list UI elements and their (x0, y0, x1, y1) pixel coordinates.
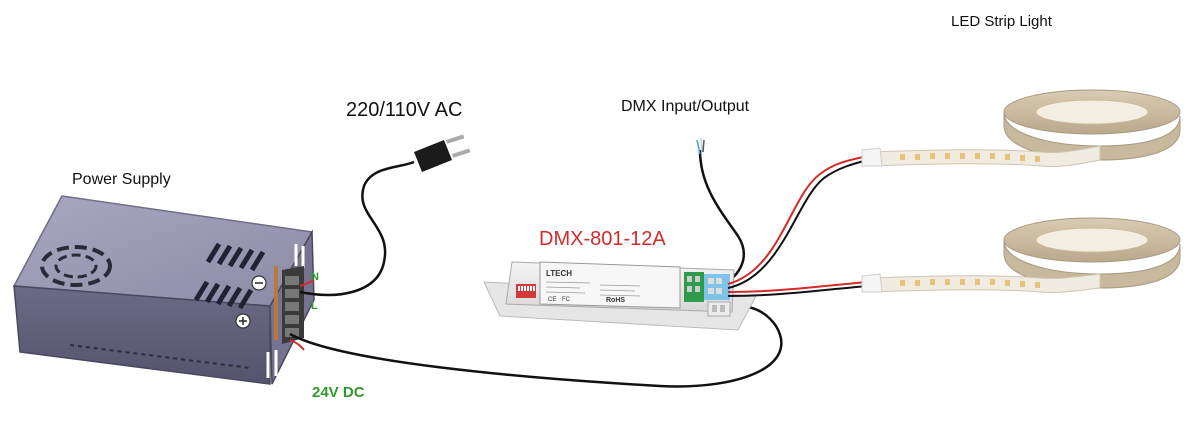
power-supply-label: Power Supply (72, 171, 171, 188)
dmx-cable (696, 137, 745, 286)
controller-model-label: DMX-801-12A (539, 228, 666, 250)
dmx-controller: LTECH CE FC RoHS (483, 261, 757, 331)
led-strip-bottom (861, 217, 1181, 293)
led-strip-top (861, 89, 1181, 167)
led-strip-label: LED Strip Light (951, 13, 1052, 30)
controller-terminal-power (707, 301, 731, 317)
power-supply-front (13, 285, 271, 385)
terminal-n-label: N (311, 271, 319, 283)
dip-switch (516, 284, 536, 298)
terminal-block (274, 266, 304, 344)
plug-body (414, 140, 452, 172)
ac-input-label: 220/110V AC (346, 99, 463, 121)
controller-terminal-output (704, 274, 730, 300)
strip-wires (727, 155, 869, 297)
dmx-io-label: DMX Input/Output (621, 98, 750, 115)
rohs-mark: RoHS (606, 297, 625, 304)
fan-grille-icon (40, 245, 112, 287)
ac-cable (299, 160, 415, 297)
front-vents (69, 344, 251, 369)
dc-output-label: 24V DC (312, 384, 365, 401)
minus-circle-icon (251, 275, 267, 291)
controller-brand: LTECH (546, 269, 572, 278)
fc-mark: FC (562, 297, 571, 303)
power-supply (12, 195, 315, 385)
dc-wires (289, 279, 783, 388)
controller-terminal-dmx (684, 272, 704, 302)
terminal-l-label: L (311, 300, 318, 312)
plus-circle-icon (235, 313, 251, 329)
ac-plug (299, 134, 471, 297)
vent-slots (193, 242, 266, 310)
dc-wire-black (289, 305, 783, 388)
ce-mark: CE (548, 297, 556, 303)
side-slots (266, 244, 305, 378)
dc-wire-red (289, 339, 305, 351)
